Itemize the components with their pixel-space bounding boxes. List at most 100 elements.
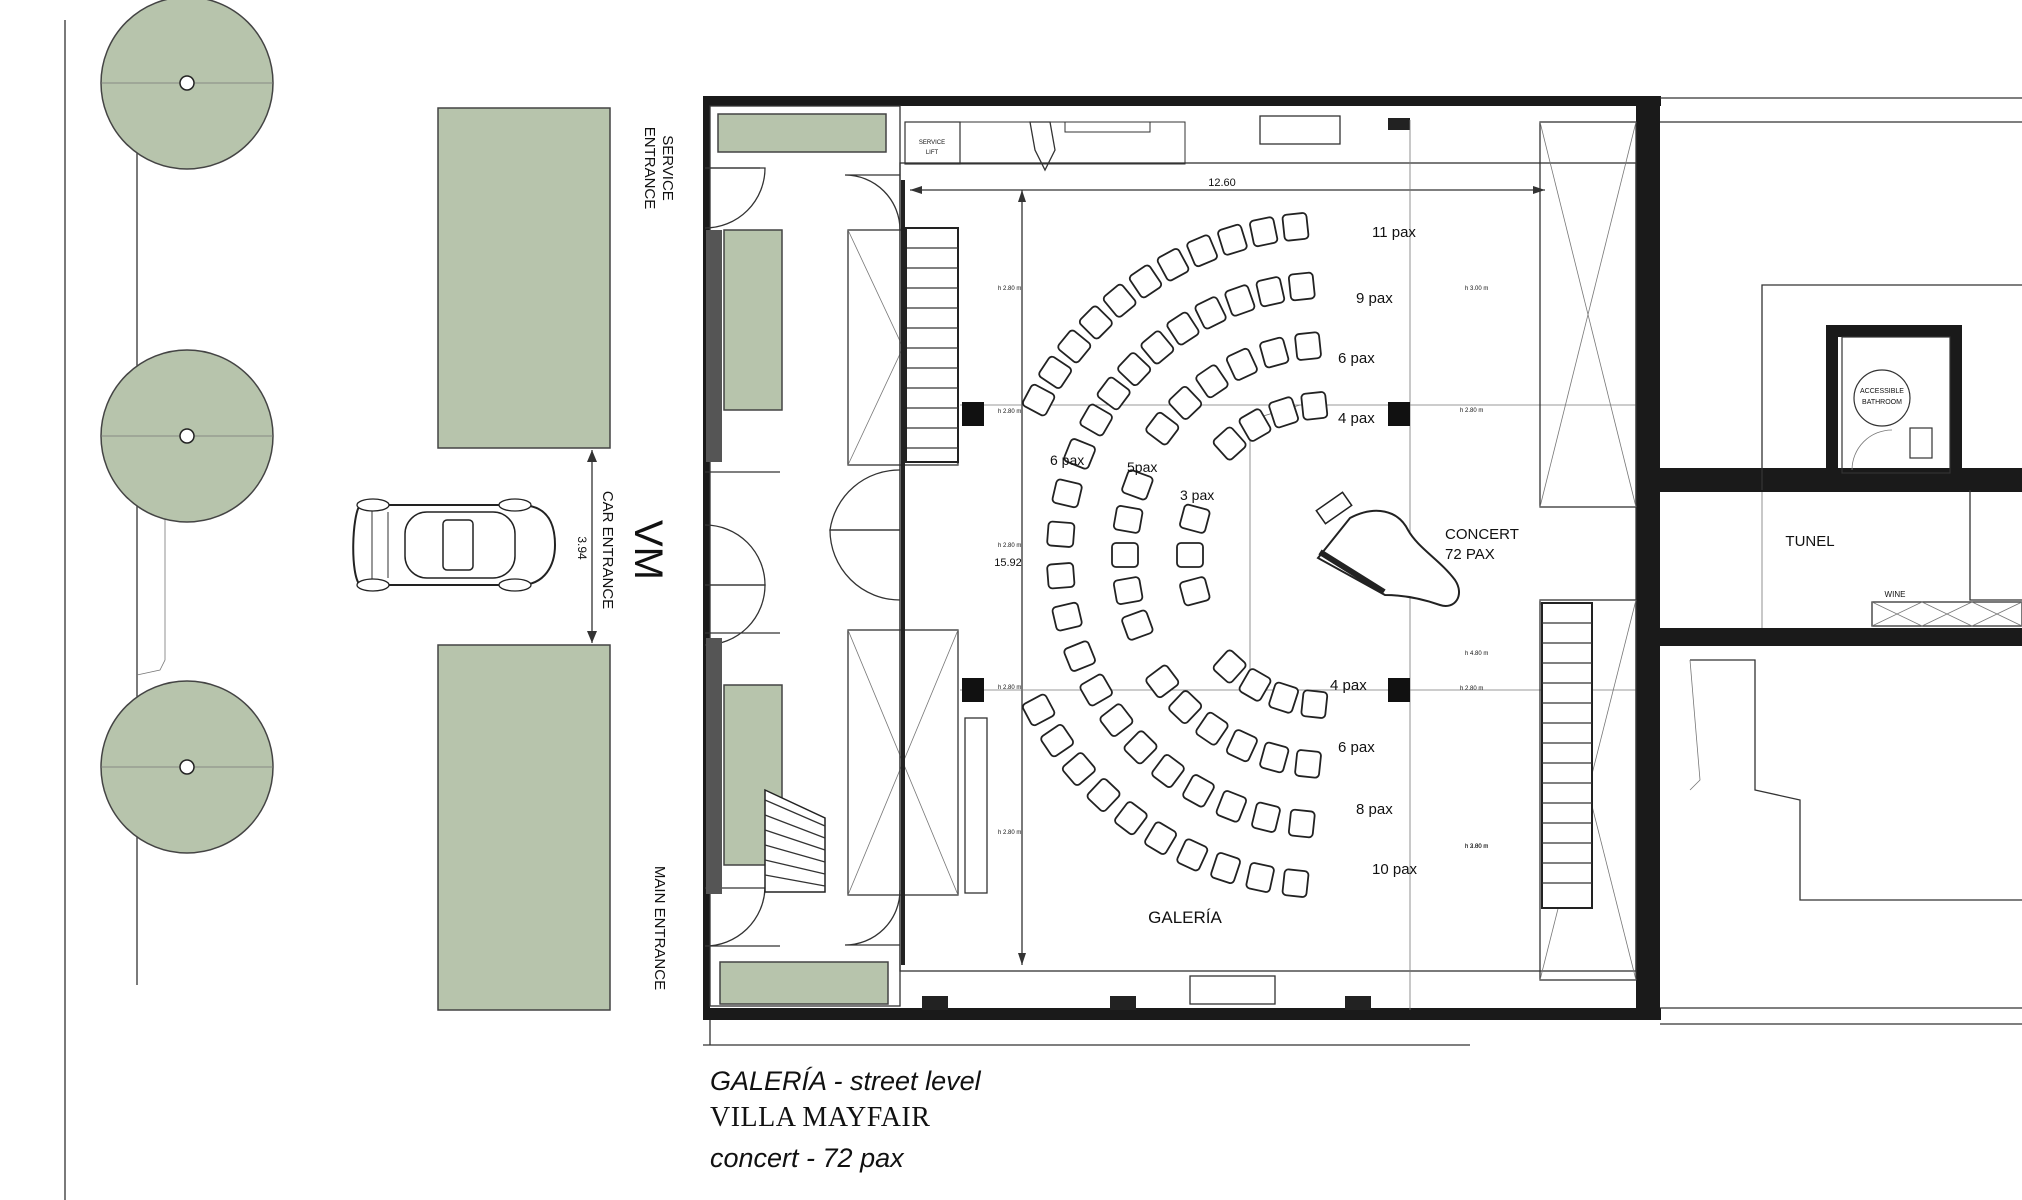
chair [1079,673,1113,707]
chair [1121,469,1154,501]
chair [1112,505,1144,534]
chair [1268,681,1299,714]
chair [1300,689,1329,719]
chair [1111,542,1139,568]
chair [1259,741,1290,774]
chair [1123,730,1158,765]
chair [1040,724,1074,758]
chair [1166,311,1200,346]
chair [1046,562,1076,590]
row-label-6-north: 6 pax [1338,350,1375,367]
service-lift-label-1: SERVICE [919,140,945,146]
chair [1086,778,1121,812]
accessible-bathroom-label-2: BATHROOM [1862,399,1902,406]
height-note-6: h 2.80 m [1460,408,1483,414]
height-note-3: h 2.80 m [998,543,1021,549]
chair [1121,609,1154,641]
concert-capacity-label: 72 PAX [1445,546,1495,563]
south-wall [703,1008,1661,1020]
main-stair-east [1541,602,1593,909]
height-note-2: h 2.80 m [998,409,1021,415]
chair [1217,223,1248,256]
tree-bottom [100,680,274,854]
height-note-8: h 2.80 m [1465,844,1488,850]
chair [1151,754,1185,788]
chair [1114,801,1148,836]
chair [1179,503,1211,534]
chair [1186,234,1218,268]
chair [1145,411,1180,446]
north-wall [703,96,1661,106]
chair [1225,347,1258,381]
chair [1215,790,1247,823]
room-length-dimension: 15.92 [994,557,1022,569]
room-width-dimension: 12.60 [1208,177,1236,189]
tunnel-north-wall [1660,468,2022,492]
chair [1168,690,1203,725]
row-label-5-west: 5pax [1127,459,1157,475]
chair [1251,801,1281,833]
chair [1212,426,1247,461]
chair [1051,478,1083,509]
chair [1281,212,1310,242]
chair [1117,352,1152,387]
row-label-11: 11 pax [1372,224,1416,241]
concert-label: CONCERT [1445,526,1519,543]
row-label-6-south: 6 pax [1338,739,1375,756]
chair [1145,664,1180,699]
height-note-1: h 2.80 m [998,286,1021,292]
main-stair-west [905,227,959,463]
chair [1287,808,1316,839]
galeria-room-label: GALERÍA [1148,908,1222,927]
caption-capacity: concert - 72 pax [710,1143,904,1173]
chair [1063,438,1096,470]
chair [1238,408,1272,442]
chair [1259,336,1290,369]
chair [1176,542,1204,568]
chair [1294,331,1322,361]
height-note-10: h 3.00 m [1465,286,1488,292]
tree-middle [100,349,274,523]
chair [1212,649,1247,684]
chair [1168,385,1203,420]
main-entrance-label: MAIN ENTRANCE [651,866,668,990]
chair [1144,821,1177,855]
car-gap-dimension: 3.94 [575,536,589,560]
chair [1224,284,1256,317]
planter-south [437,644,611,1011]
chair [1300,391,1329,421]
row-label-3-west: 3 pax [1180,487,1214,503]
chair [1281,868,1310,898]
chair [1249,216,1279,248]
chair [1294,749,1322,779]
chair [1195,711,1229,746]
chair [1051,601,1083,632]
height-note-9: h 4.80 m [1465,651,1488,657]
chair [1096,376,1131,411]
chair [1238,668,1272,702]
car-icon [352,498,557,592]
row-label-9: 9 pax [1356,290,1393,307]
car-entrance-label: CAR ENTRANCE [599,491,616,609]
chair [1156,248,1190,282]
chair [1112,576,1144,605]
chair [1182,774,1215,808]
chair [1287,271,1316,302]
chair [1102,283,1137,318]
chair [1022,693,1056,727]
west-wall [703,96,710,1020]
chair [1194,296,1227,330]
service-entrance-label-2: ENTRANCE [641,127,658,210]
accessible-bathroom [1841,336,1951,474]
tunel-label: TUNEL [1785,533,1834,550]
chair [1225,729,1258,763]
chair [1078,305,1113,340]
row-label-10: 10 pax [1372,861,1418,878]
chair [1179,576,1211,607]
chair [1255,276,1286,308]
chair [1140,330,1175,365]
height-note-5: h 2.80 m [998,830,1021,836]
accessible-bathroom-label-1: ACCESSIBLE [1860,388,1904,395]
row-label-6-west: 6 pax [1050,452,1084,468]
chair [1061,752,1096,786]
